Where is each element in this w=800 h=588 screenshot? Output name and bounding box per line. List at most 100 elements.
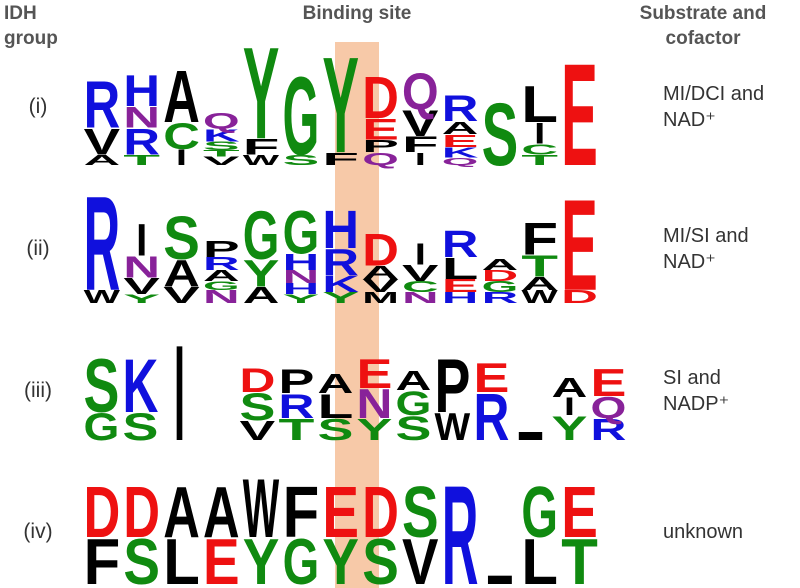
- group-label: (ii): [26, 237, 49, 260]
- residue-letter: Y: [322, 30, 359, 182]
- residue-letter: S: [362, 526, 399, 588]
- residue-letter: Y: [283, 292, 320, 306]
- substrate-cofactor-text: MI/SI and: [663, 225, 749, 247]
- residue-letter: Q: [402, 62, 439, 121]
- idh-group-header-line2: group: [4, 28, 58, 49]
- residue-letter: P: [279, 362, 315, 401]
- residue-letter: Y: [322, 526, 359, 588]
- residue-letter: H: [123, 67, 160, 116]
- residue-letter: E: [561, 174, 598, 319]
- logo-column-1: WR: [84, 168, 121, 319]
- group-label: (iv): [23, 520, 52, 543]
- logo-column-13: DE: [561, 174, 598, 319]
- residue-letter: R: [442, 89, 479, 130]
- residue-letter: G: [396, 384, 432, 423]
- group-label: (i): [29, 95, 48, 118]
- logo-column-5: WFY: [243, 21, 280, 169]
- logo-column-2: SK: [123, 343, 159, 448]
- residue-letter: F: [283, 473, 320, 554]
- residue-letter: A: [442, 118, 479, 138]
- residue-letter: D: [362, 225, 399, 276]
- residue-letter: I: [174, 318, 185, 470]
- logo-column-3: LA: [163, 474, 200, 588]
- residue-letter: V: [402, 526, 438, 588]
- residue-letter: C: [402, 278, 439, 295]
- residue-letter: H: [442, 289, 479, 306]
- residue-letter: R: [203, 254, 240, 275]
- logo-column-13: E: [561, 34, 598, 197]
- residue-letter: R: [482, 289, 519, 306]
- logo-column-5: AYG: [243, 198, 280, 308]
- residue-letter: A: [163, 474, 200, 554]
- logo-column-5: YW: [243, 461, 280, 588]
- residue-letter: S: [123, 526, 160, 588]
- logo-column-11: [487, 575, 512, 584]
- residue-letter: A: [203, 267, 240, 284]
- logo-column-12: LG: [521, 472, 558, 588]
- residue-letter: S: [283, 152, 320, 169]
- logo-column-7: SLA: [318, 368, 354, 447]
- residue-letter: P: [435, 343, 471, 429]
- residue-letter: A: [318, 368, 354, 399]
- residue-letter: S: [402, 472, 439, 553]
- residue-letter: K: [203, 126, 240, 146]
- residue-letter: Q: [591, 391, 627, 425]
- residue-letter: G: [521, 472, 558, 553]
- residue-letter: Y: [243, 21, 280, 167]
- residue-letter: E: [591, 361, 627, 404]
- logo-column-8: SD: [362, 474, 399, 588]
- binding-site-header: Binding site: [303, 3, 412, 24]
- residue-letter: Q: [362, 149, 399, 169]
- residue-letter: D: [84, 474, 121, 554]
- logo-column-5: VSD: [240, 361, 276, 446]
- residue-letter: C: [521, 141, 558, 158]
- residue-letter: D: [362, 64, 399, 131]
- residue-letter: Y: [123, 292, 160, 306]
- residue-letter: E: [357, 351, 393, 398]
- residue-letter: H: [322, 201, 359, 261]
- residue-letter: A: [203, 474, 240, 554]
- logo-column-4: EA: [203, 474, 240, 588]
- residue-letter: I: [564, 392, 575, 420]
- residue-letter: R: [123, 122, 160, 163]
- residue-letter: A: [243, 283, 280, 309]
- residue-letter: S: [203, 140, 240, 153]
- residue-letter: L: [318, 387, 354, 426]
- residue-letter: N: [203, 287, 240, 308]
- residue-letter: E: [322, 472, 359, 553]
- residue-letter: F: [84, 526, 121, 588]
- residue-letter: D: [482, 267, 519, 284]
- residue-letter: I: [415, 149, 426, 169]
- residue-letter: N: [357, 380, 393, 427]
- logo-column-11: S: [482, 84, 519, 184]
- residue-letter: H: [283, 250, 320, 276]
- residue-letter: I: [136, 215, 147, 266]
- logo-column-14: RQE: [591, 361, 627, 446]
- residue-letter: D: [240, 361, 276, 400]
- logo-column-13: TE: [561, 472, 598, 588]
- residue-letter: S: [396, 409, 432, 448]
- residue-letter: S: [240, 385, 276, 428]
- logo-column-10: R: [442, 456, 479, 588]
- residue-letter: L: [163, 526, 200, 588]
- residue-letter: Y: [243, 253, 280, 296]
- residue-letter: F: [402, 132, 439, 157]
- residue-letter: Q: [203, 109, 240, 134]
- residue-letter: Q: [442, 156, 479, 168]
- residue-letter: F: [322, 149, 359, 169]
- residue-letter: D: [123, 474, 160, 554]
- substrate-cofactor-text: SI and: [663, 367, 721, 389]
- logo-column-9: SGA: [396, 365, 432, 448]
- residue-letter: G: [482, 278, 519, 295]
- logo-column-11: RE: [474, 355, 510, 455]
